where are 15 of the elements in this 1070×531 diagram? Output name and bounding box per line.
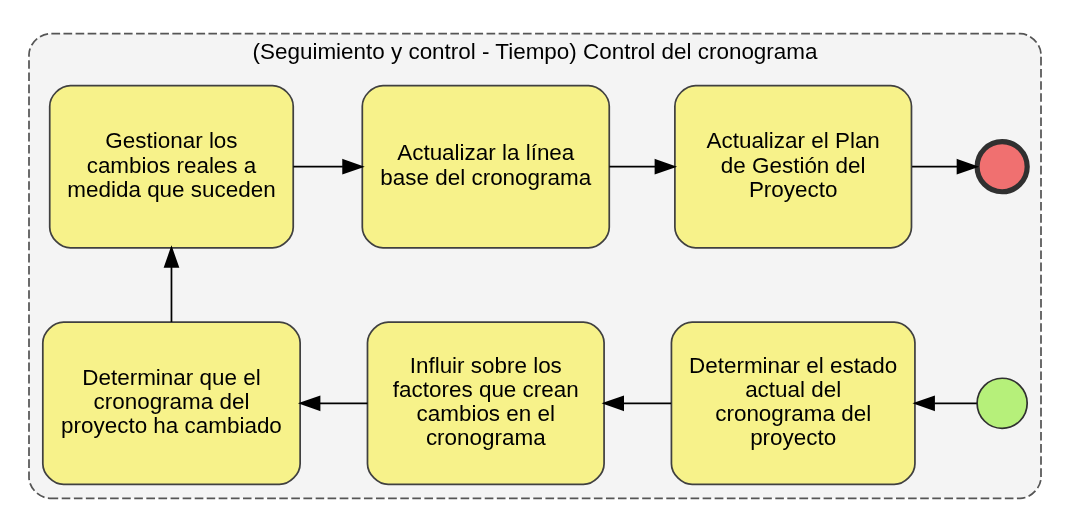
arrow bbox=[911, 158, 980, 175]
node-box: Actualizar la línea base del cronograma bbox=[361, 84, 611, 249]
arrow bbox=[297, 394, 369, 411]
arrow bbox=[608, 158, 678, 175]
arrow bbox=[601, 394, 672, 411]
node-circle bbox=[974, 138, 1030, 194]
node-box: Actualizar el Plan de Gestión del Proyecto bbox=[674, 84, 913, 249]
arrow bbox=[292, 158, 365, 175]
node-box: Determinar el estado actual del cronograma del proyecto bbox=[670, 320, 916, 485]
arrow bbox=[912, 394, 978, 411]
node-circle bbox=[976, 376, 1029, 429]
arrow bbox=[163, 244, 180, 323]
node-box: Gestionar los cambios reales a medida que suceden bbox=[48, 84, 295, 249]
node-box: Determinar que el cronograma del proyecto ha cambiado bbox=[41, 320, 301, 485]
node-box: Influir sobre los factores que crean cambios en el cronograma bbox=[366, 320, 605, 485]
